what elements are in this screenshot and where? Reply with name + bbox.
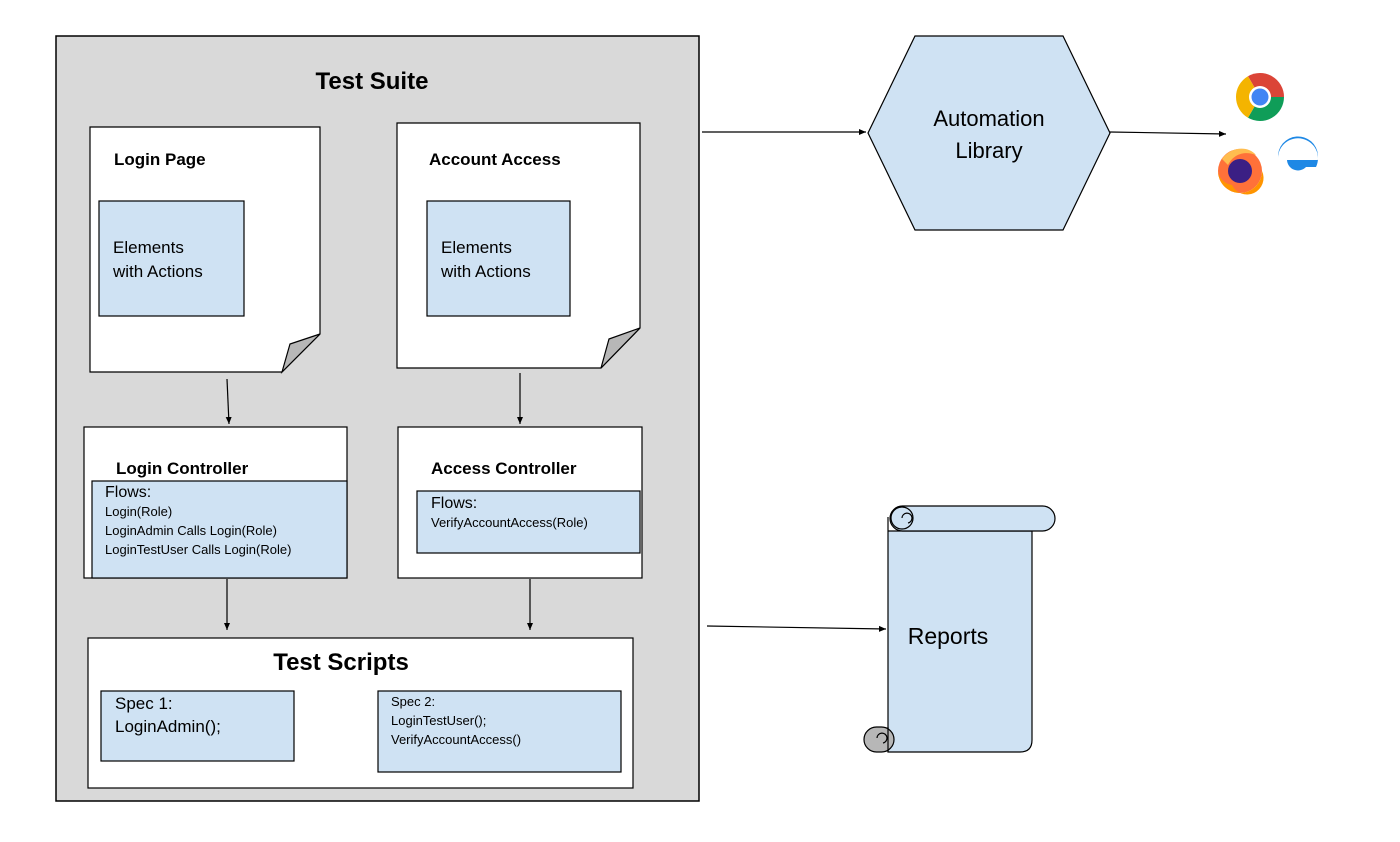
access-controller-box: Access Controller Flows: VerifyAccountAc… (397, 426, 643, 579)
account-access-elements-line2: with Actions (440, 262, 531, 281)
spec1-box (100, 690, 295, 762)
access-controller-flows-label: Flows: (431, 495, 477, 512)
login-controller-flow-item: Login(Role) (105, 504, 172, 519)
account-access-title: Account Access (429, 150, 561, 169)
reports-label: Reports (908, 623, 989, 649)
test-suite-title: Test Suite (316, 68, 429, 95)
firefox-icon (1218, 148, 1264, 195)
account-access-fold (600, 327, 641, 369)
login-controller-flows-box (91, 480, 348, 579)
access-controller-title: Access Controller (431, 459, 577, 478)
spec1-line: LoginAdmin(); (115, 717, 221, 736)
test-scripts-box: Test Scripts Spec 1: LoginAdmin(); Spec … (87, 637, 634, 789)
spec2-line: LoginTestUser(); (391, 713, 486, 728)
chrome-icon (1236, 73, 1285, 121)
login-page-fold (280, 333, 321, 375)
login-controller-flow-item: LoginAdmin Calls Login(Role) (105, 523, 277, 538)
login-controller-flow-item: LoginTestUser Calls Login(Role) (105, 542, 291, 557)
login-page-title: Login Page (114, 150, 206, 169)
login-controller-flows-label: Flows: (105, 484, 151, 501)
automation-library-hexagon: Automation Library (867, 35, 1111, 231)
spec2-label: Spec 2: (391, 694, 435, 709)
arrow-library-to-browsers (1109, 130, 1227, 137)
automation-library-line2: Library (955, 138, 1022, 163)
account-access-doc: Account Access Elements with Actions (396, 122, 641, 369)
access-controller-flow-item: VerifyAccountAccess(Role) (431, 515, 588, 530)
login-controller-box: Login Controller Flows: Login(Role) Logi… (83, 426, 348, 579)
account-access-elements-box (426, 200, 571, 317)
spec2-line: VerifyAccountAccess() (391, 732, 521, 747)
reports-scroll: Reports (863, 505, 1056, 753)
test-scripts-title: Test Scripts (273, 649, 409, 676)
spec1-label: Spec 1: (115, 694, 173, 713)
login-controller-title: Login Controller (116, 459, 249, 478)
login-page-elements-box (98, 200, 245, 317)
login-page-doc: Login Page Elements with Actions (89, 126, 321, 375)
login-page-elements-line2: with Actions (112, 262, 203, 281)
account-access-elements-line1: Elements (441, 238, 512, 257)
automation-library-line1: Automation (933, 106, 1044, 131)
arrow-login-page-to-controller (225, 378, 232, 425)
edge-icon (1277, 136, 1318, 171)
spec2-box (377, 690, 622, 773)
login-page-elements-line1: Elements (113, 238, 184, 257)
access-controller-flows-box (416, 490, 641, 554)
arrow-suite-to-reports (706, 625, 887, 632)
